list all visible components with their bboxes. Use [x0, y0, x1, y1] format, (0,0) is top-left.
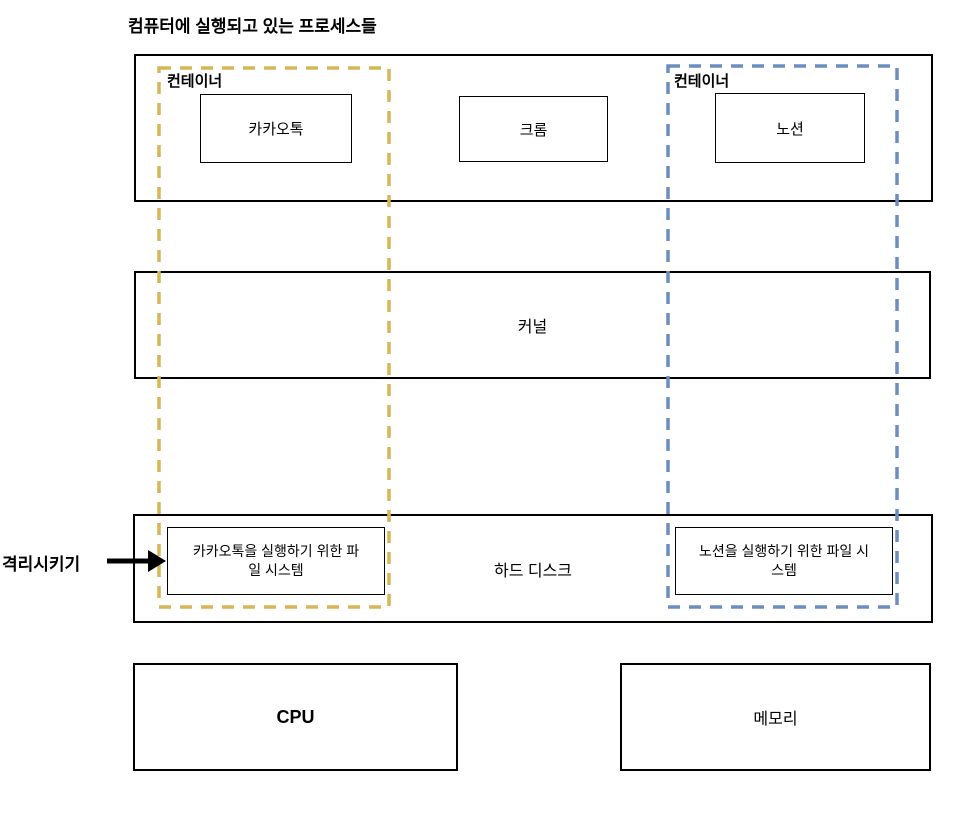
hard-disk-box: 하드 디스크 — [133, 514, 933, 623]
chrome-box: 크롬 — [459, 96, 608, 162]
diagram-title: 컴퓨터에 실행되고 있는 프로세스들 — [128, 17, 377, 36]
kakaotalk-box: 카카오톡 — [200, 94, 352, 163]
kakao-filesystem-box: 카카오톡을 실행하기 위한 파일 시스템 — [167, 527, 385, 595]
hard-disk-label: 하드 디스크 — [493, 562, 573, 580]
kernel-box: 커널 — [134, 271, 931, 379]
memory-box: 메모리 — [620, 663, 931, 771]
cpu-box: CPU — [133, 663, 458, 771]
cpu-label: CPU — [276, 706, 315, 727]
notion-filesystem-box: 노션을 실행하기 위한 파일 시스템 — [675, 527, 893, 595]
kakao-filesystem-label: 카카오톡을 실행하기 위한 파일 시스템 — [192, 543, 360, 578]
notion-label: 노션 — [776, 120, 804, 138]
container-right-label: 컨테이너 — [674, 73, 730, 90]
notion-box: 노션 — [715, 93, 865, 163]
container-left-label: 컨테이너 — [167, 73, 223, 90]
memory-label: 메모리 — [753, 711, 798, 728]
chrome-label: 크롬 — [519, 121, 548, 139]
kakaotalk-label: 카카오톡 — [248, 121, 304, 138]
processes-box — [134, 54, 933, 202]
isolation-label: 격리시키기 — [2, 555, 81, 574]
notion-filesystem-label: 노션을 실행하기 위한 파일 시스템 — [698, 543, 870, 578]
kernel-label: 커널 — [517, 319, 548, 336]
